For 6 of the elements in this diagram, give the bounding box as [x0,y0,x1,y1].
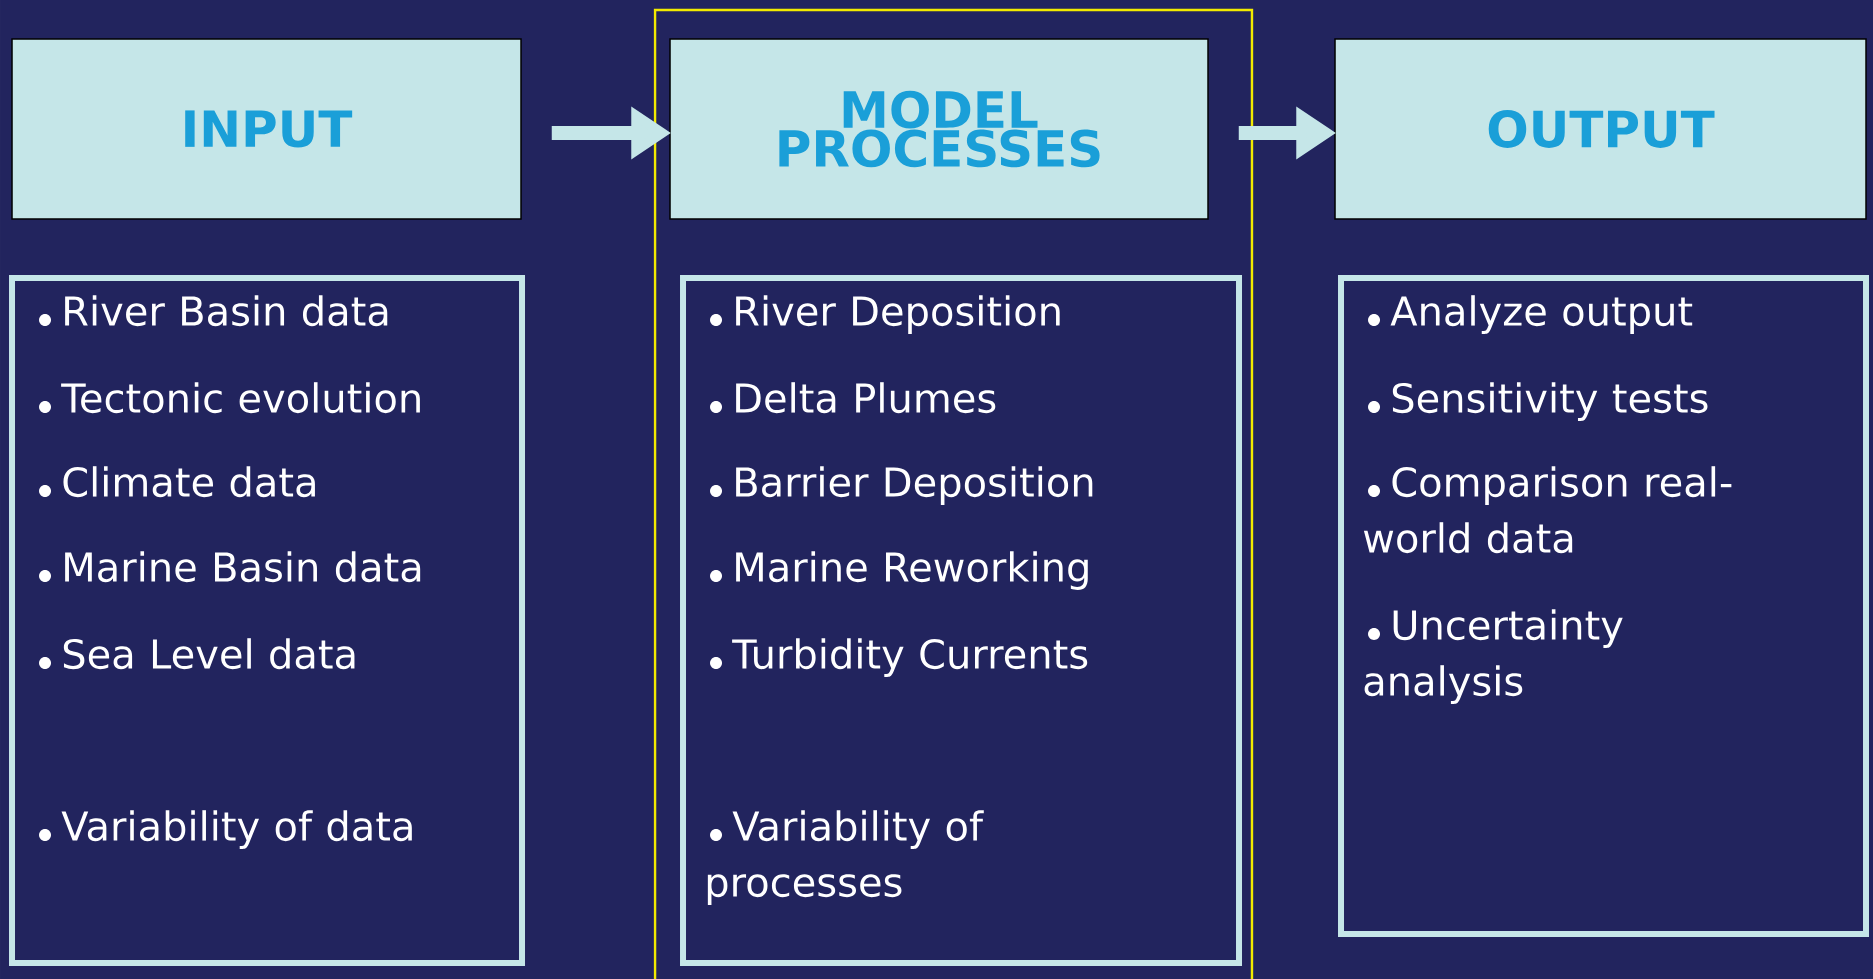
list-box: Analyze output Sensitivity tests Comparison real-world data Uncertainty analysis [1338,275,1869,937]
header-box: INPUT [11,38,522,220]
list-box: River Deposition Delta Plumes Barrier Deposition Marine Reworking Turbidity Currents Variability of processes [680,275,1242,966]
header-box: MODEL PROCESSES [669,38,1209,220]
header-box: OUTPUT [1334,38,1867,220]
list-box: River Basin data Tectonic evolution Climate data Marine Basin data Sea Level data Variability of data [9,275,525,966]
